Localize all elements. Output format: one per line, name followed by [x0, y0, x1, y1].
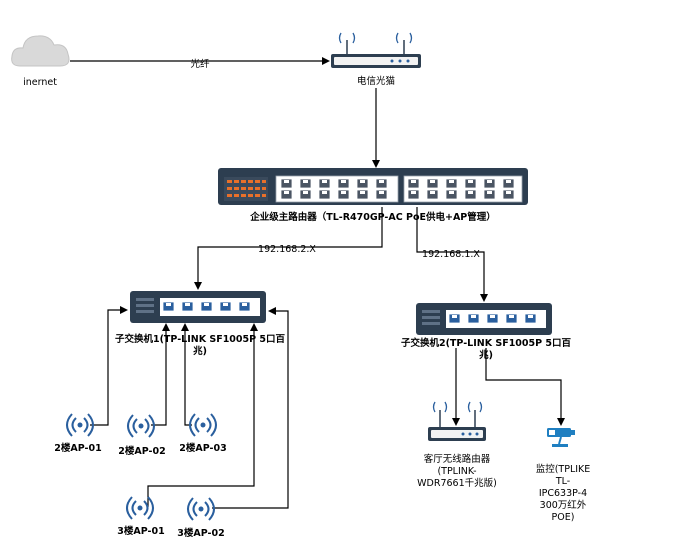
connection-lines — [70, 57, 565, 509]
wifi-ap-icon — [126, 496, 154, 520]
camera-label-line3: IPC633P-4 — [539, 488, 587, 499]
wifi-ap-icon — [189, 413, 217, 437]
subnet-left-label: 192.168.2.X — [258, 244, 316, 255]
ap-3f-01-node: 3楼AP-01 — [117, 496, 165, 537]
internet-label: inernet — [23, 77, 57, 88]
internet-node: inernet — [11, 35, 70, 88]
main-router-icon — [218, 168, 528, 205]
wireless-router-label-line3: WDR7661千兆版) — [417, 477, 497, 489]
main-router-node: 企业级主路由器（TL-R470GP-AC PoE供电+AP管理） — [218, 168, 528, 223]
ap-2f-03-line — [184, 331, 192, 426]
subnet-right-label: 192.168.1.X — [422, 249, 480, 260]
switch-icon — [130, 291, 266, 323]
cloud-icon — [11, 35, 70, 67]
wireless-router-label-line1: 客厅无线路由器 — [424, 453, 491, 465]
ap-2f-01-label: 2楼AP-01 — [54, 442, 101, 454]
ap-3f-02-line — [212, 310, 289, 509]
switch1-label-line1: 子交换机1(TP-LINK SF1005P 5口百 — [115, 333, 286, 345]
switch-icon — [416, 303, 552, 335]
wireless-router-icon — [428, 401, 486, 441]
camera-label-line2: TL- — [555, 476, 570, 487]
camera-node: 监控(TPLIKE TL- IPC633P-4 300万红外 POE) — [536, 428, 591, 523]
wireless-router-label-line2: (TPLINK- — [437, 466, 476, 477]
ap-3f-01-line — [147, 331, 255, 507]
wifi-ap-icon — [127, 414, 155, 438]
camera-label-line5: POE) — [552, 512, 575, 523]
wireless-router-node: 客厅无线路由器 (TPLINK- WDR7661千兆版) — [417, 401, 497, 489]
camera-icon — [547, 428, 575, 447]
switch2-node: 子交换机2(TP-LINK SF1005P 5口百 兆) — [401, 303, 572, 361]
ap-3f-01-label: 3楼AP-01 — [117, 525, 164, 537]
modem-icon — [331, 32, 421, 68]
camera-label-line1: 监控(TPLIKE — [536, 463, 591, 475]
ap-3f-02-node: 3楼AP-02 — [177, 497, 225, 539]
modem-node: 电信光猫 — [331, 32, 421, 87]
switch2-label-line1: 子交换机2(TP-LINK SF1005P 5口百 — [401, 337, 572, 349]
ap-2f-03-label: 2楼AP-03 — [179, 442, 226, 454]
main-router-label: 企业级主路由器（TL-R470GP-AC PoE供电+AP管理） — [249, 211, 496, 223]
ap-2f-03-node: 2楼AP-03 — [179, 413, 227, 454]
switch1-node: 子交换机1(TP-LINK SF1005P 5口百 兆) — [115, 291, 286, 357]
ap-2f-02-label: 2楼AP-02 — [118, 445, 165, 457]
switch2-label-line2: 兆) — [479, 349, 493, 361]
ap-2f-02-line — [151, 331, 167, 426]
switch2-to-camera-line — [485, 348, 562, 418]
ap-2f-02-node: 2楼AP-02 — [118, 414, 166, 457]
ap-3f-02-label: 3楼AP-02 — [177, 527, 224, 539]
switch1-label-line2: 兆) — [193, 345, 207, 357]
wifi-ap-icon — [187, 497, 215, 521]
fiber-label: 光纤 — [190, 58, 210, 70]
ap-2f-01-node: 2楼AP-01 — [54, 413, 102, 454]
wifi-ap-icon — [66, 413, 94, 437]
camera-label-line4: 300万红外 — [540, 499, 587, 511]
router-to-switch2-line — [416, 207, 485, 294]
router-to-switch1-line — [197, 207, 383, 282]
ap-2f-01-line — [90, 309, 120, 426]
modem-label: 电信光猫 — [357, 75, 395, 87]
